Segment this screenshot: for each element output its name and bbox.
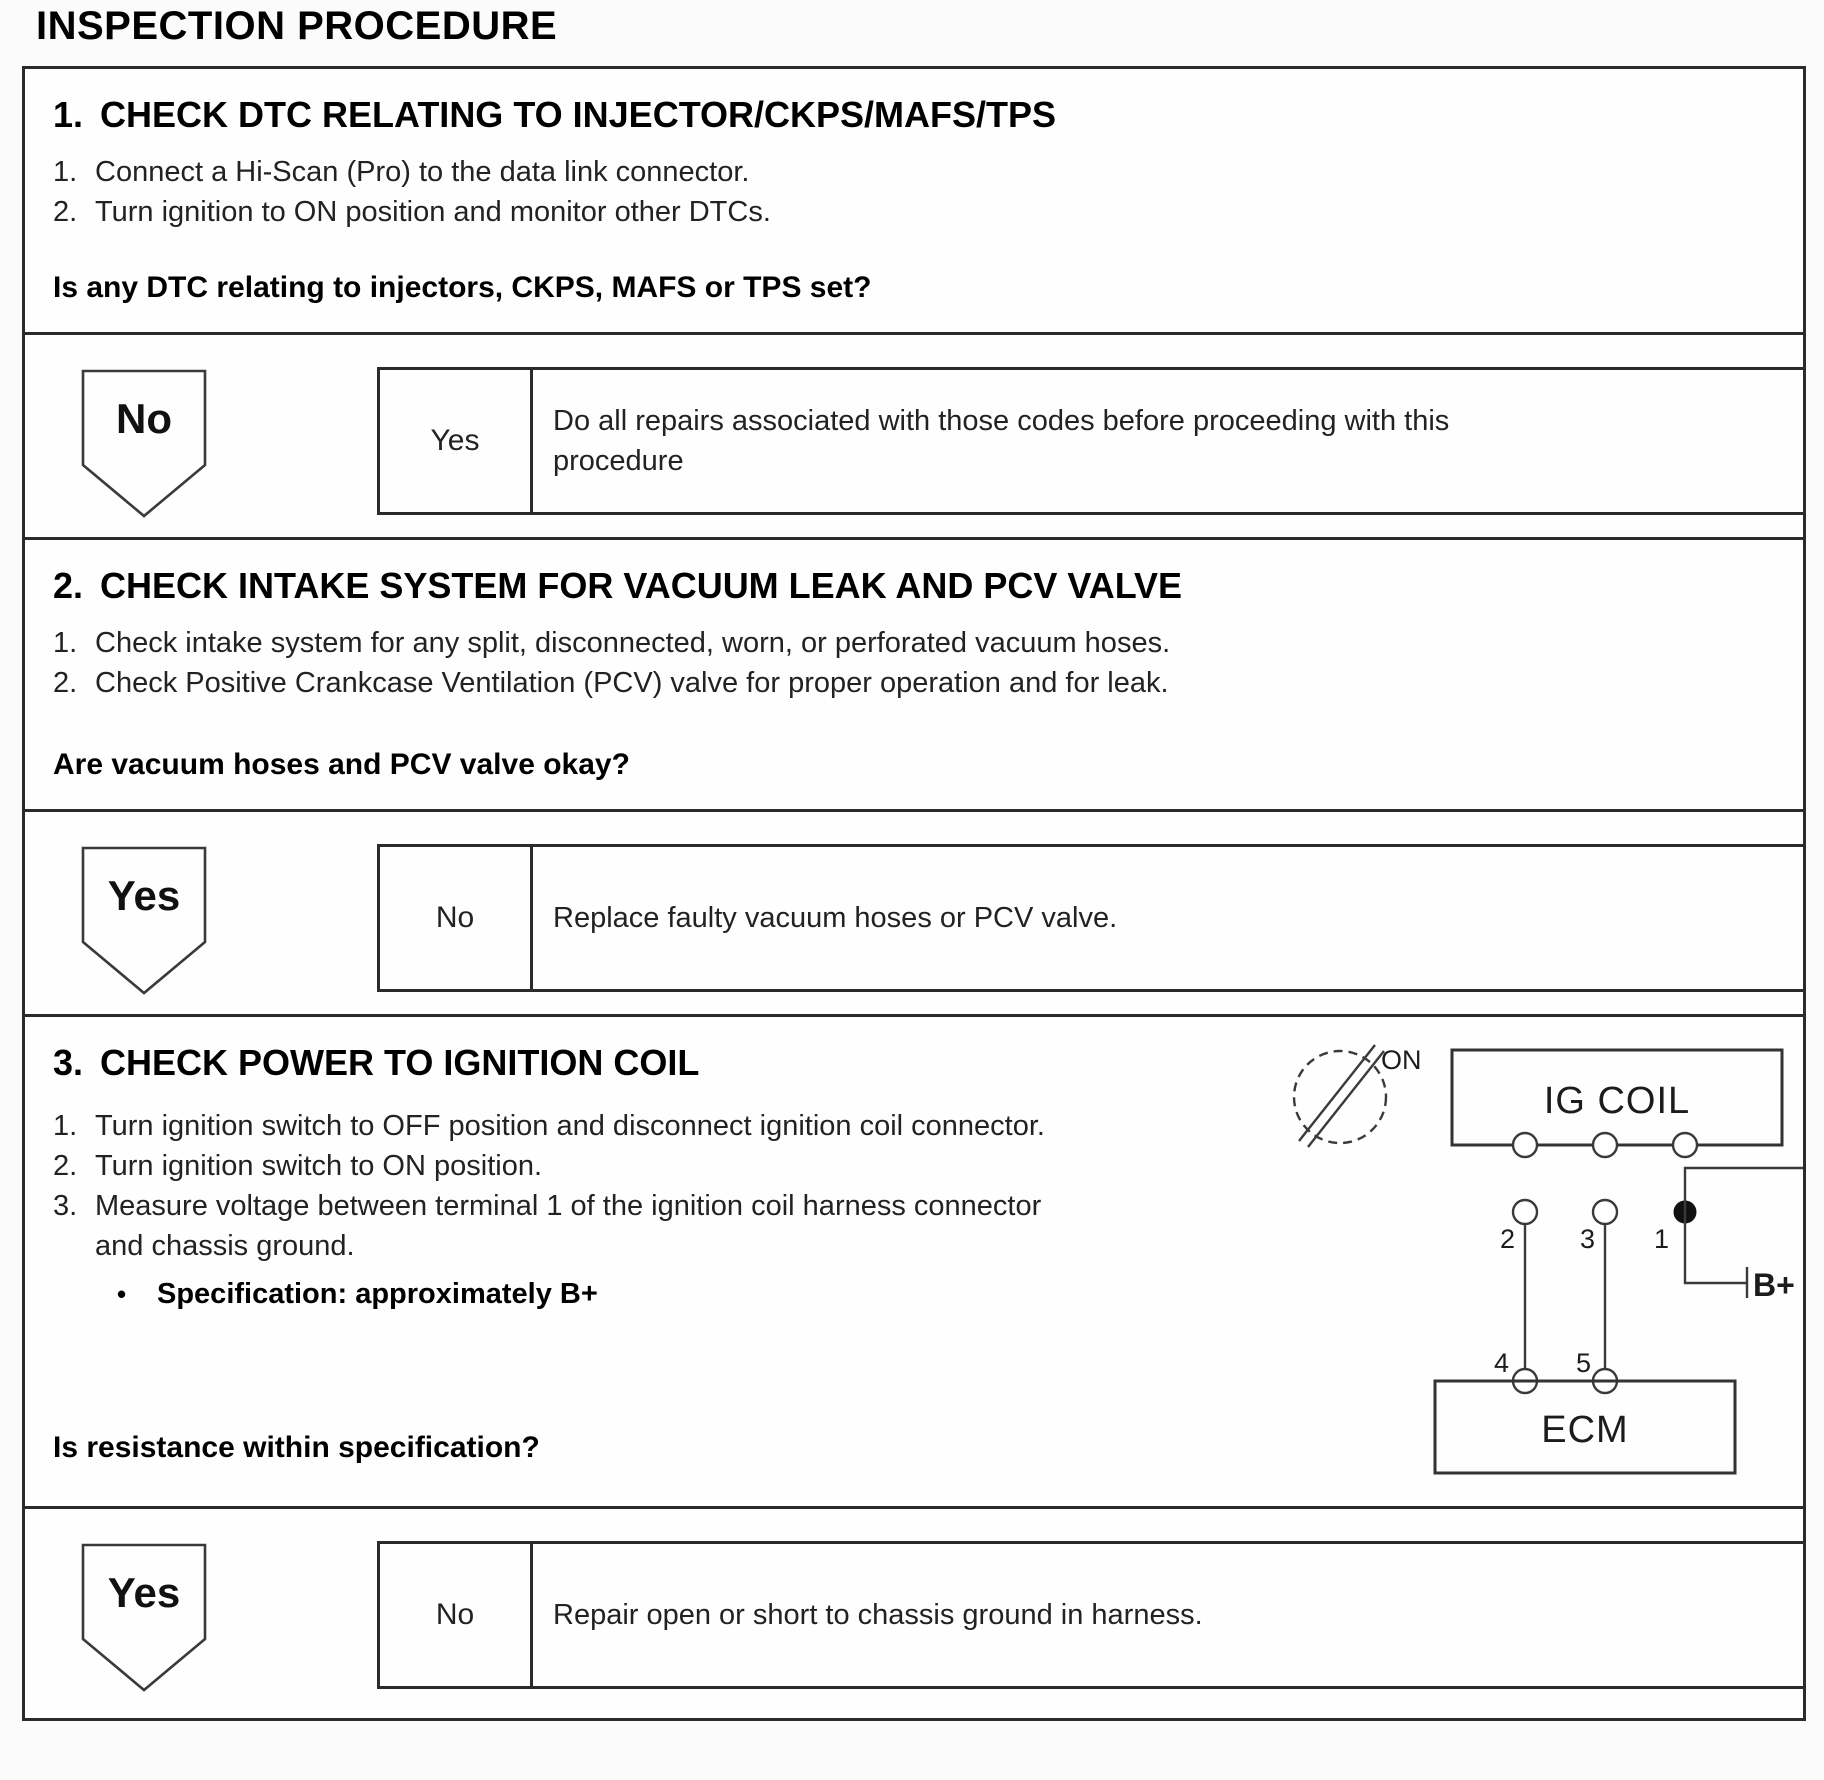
ig-coil-label: IG COIL bbox=[1544, 1080, 1690, 1122]
step1-question: Is any DTC relating to injectors, CKPS, … bbox=[53, 271, 872, 304]
substep-text: Turn ignition switch to ON position. bbox=[95, 1150, 543, 1183]
list-item: 1. Connect a Hi-Scan (Pro) to the data l… bbox=[53, 152, 1775, 192]
ecm-label: ECM bbox=[1541, 1409, 1628, 1451]
substep-number: 1. bbox=[53, 627, 78, 660]
substep-text: Turn ignition switch to OFF position and… bbox=[95, 1110, 1045, 1143]
branch-label: No bbox=[380, 1544, 533, 1686]
branch-action-text: Do all repairs associated with those cod… bbox=[553, 405, 1450, 477]
flow-arrow-label: No bbox=[116, 395, 172, 442]
flow-arrow-down-yes: Yes bbox=[81, 1543, 207, 1692]
terminal-number: 5 bbox=[1576, 1348, 1591, 1378]
substep-text: Turn ignition to ON position and monitor… bbox=[95, 196, 771, 229]
coil-pin bbox=[1591, 1131, 1619, 1159]
step3-substeps: 1. Turn ignition switch to OFF position … bbox=[53, 1106, 1775, 1266]
step2-heading: 2. CHECK INTAKE SYSTEM FOR VACUUM LEAK A… bbox=[53, 564, 1775, 607]
list-item: 3. Measure voltage between terminal 1 of… bbox=[53, 1186, 1775, 1266]
step1-substeps: 1. Connect a Hi-Scan (Pro) to the data l… bbox=[53, 152, 1775, 232]
flow-arrow-shape bbox=[81, 846, 207, 995]
branch-action-text: Repair open or short to chassis ground i… bbox=[553, 1599, 1203, 1631]
step2-question: Are vacuum hoses and PCV valve okay? bbox=[53, 748, 630, 781]
substep-text: Check intake system for any split, disco… bbox=[95, 627, 1171, 660]
branch-table: No Repair open or short to chassis groun… bbox=[377, 1541, 1803, 1689]
flow-arrow-down-no: No bbox=[81, 369, 207, 518]
terminal-number: 3 bbox=[1580, 1224, 1595, 1254]
branch-action: Do all repairs associated with those cod… bbox=[533, 370, 1803, 512]
power-wire bbox=[1683, 1166, 1803, 1285]
substep-text: Connect a Hi-Scan (Pro) to the data link… bbox=[95, 156, 750, 189]
substep-text: Check Positive Crankcase Ventilation (PC… bbox=[95, 667, 1169, 700]
terminal-number: 4 bbox=[1494, 1348, 1509, 1378]
step1-box: 1. CHECK DTC RELATING TO INJECTOR/CKPS/M… bbox=[22, 66, 1806, 335]
branch-label: No bbox=[380, 847, 533, 989]
step3-heading: 3. CHECK POWER TO IGNITION COIL bbox=[53, 1041, 1775, 1084]
switch-position-label: ON bbox=[1381, 1045, 1422, 1075]
terminal-number: 1 bbox=[1654, 1224, 1669, 1254]
bullet-icon: • bbox=[117, 1279, 127, 1310]
battery-plus-label: B+ bbox=[1753, 1267, 1795, 1303]
step1-heading-text: CHECK DTC RELATING TO INJECTOR/CKPS/MAFS… bbox=[100, 94, 1057, 135]
substep-number: 2. bbox=[53, 1150, 78, 1183]
flow-arrow-shape bbox=[81, 1543, 207, 1692]
step1-heading-number: 1. bbox=[53, 94, 84, 135]
branch-table: No Replace faulty vacuum hoses or PCV va… bbox=[377, 844, 1803, 992]
branch-label: Yes bbox=[380, 370, 533, 512]
substep-number: 2. bbox=[53, 196, 78, 229]
branch-action-text: Replace faulty vacuum hoses or PCV valve… bbox=[553, 902, 1118, 934]
step3-box: 3. CHECK POWER TO IGNITION COIL 1. Turn … bbox=[22, 1014, 1806, 1509]
step2-substeps: 1. Check intake system for any split, di… bbox=[53, 623, 1775, 703]
substep-text: Measure voltage between terminal 1 of th… bbox=[95, 1190, 1042, 1263]
coil-pin bbox=[1671, 1131, 1699, 1159]
specification-note: • Specification: approximately B+ bbox=[53, 1274, 1775, 1314]
list-item: 2. Check Positive Crankcase Ventilation … bbox=[53, 663, 1775, 703]
branch-action: Replace faulty vacuum hoses or PCV valve… bbox=[533, 847, 1803, 989]
harness-terminal-3 bbox=[1591, 1198, 1619, 1226]
step2-heading-number: 2. bbox=[53, 565, 84, 606]
step3-heading-number: 3. bbox=[53, 1042, 84, 1083]
decision-row-2: Yes No Replace faulty vacuum hoses or PC… bbox=[22, 809, 1806, 1017]
flow-arrow-down-yes: Yes bbox=[81, 846, 207, 995]
substep-number: 2. bbox=[53, 667, 78, 700]
decision-row-1: No Yes Do all repairs associated with th… bbox=[22, 332, 1806, 540]
harness-terminal-2 bbox=[1511, 1198, 1539, 1226]
ignition-switch-icon bbox=[1292, 1044, 1388, 1148]
list-item: 2. Turn ignition to ON position and moni… bbox=[53, 192, 1775, 232]
decision-row-3: Yes No Repair open or short to chassis g… bbox=[22, 1506, 1806, 1721]
substep-number: 3. bbox=[53, 1190, 78, 1223]
specification-text: Specification: approximately B+ bbox=[157, 1278, 598, 1311]
list-item: 2. Turn ignition switch to ON position. bbox=[53, 1146, 1775, 1186]
flow-arrow-label: Yes bbox=[108, 1569, 180, 1616]
list-item: 1. Check intake system for any split, di… bbox=[53, 623, 1775, 663]
step2-heading-text: CHECK INTAKE SYSTEM FOR VACUUM LEAK AND … bbox=[100, 565, 1183, 606]
step3-heading-text: CHECK POWER TO IGNITION COIL bbox=[100, 1042, 700, 1083]
branch-table: Yes Do all repairs associated with those… bbox=[377, 367, 1803, 515]
step2-box: 2. CHECK INTAKE SYSTEM FOR VACUUM LEAK A… bbox=[22, 537, 1806, 812]
substep-number: 1. bbox=[53, 156, 78, 189]
ecm-block bbox=[1433, 1379, 1737, 1475]
step3-question: Is resistance within specification? bbox=[53, 1431, 540, 1464]
page-title: INSPECTION PROCEDURE bbox=[36, 4, 558, 48]
step1-heading: 1. CHECK DTC RELATING TO INJECTOR/CKPS/M… bbox=[53, 93, 1775, 136]
flow-arrow-label: Yes bbox=[108, 872, 180, 919]
coil-pin bbox=[1511, 1131, 1539, 1159]
list-item: 1. Turn ignition switch to OFF position … bbox=[53, 1106, 1775, 1146]
procedure-flowchart: 1. CHECK DTC RELATING TO INJECTOR/CKPS/M… bbox=[22, 66, 1806, 1721]
ignition-coil-circuit-diagram: ON IG COIL 2 3 1 B+ 4 5 bbox=[1292, 1044, 1803, 1475]
branch-action: Repair open or short to chassis ground i… bbox=[533, 1544, 1803, 1686]
substep-number: 1. bbox=[53, 1110, 78, 1143]
flow-arrow-shape bbox=[81, 369, 207, 518]
terminal-number: 2 bbox=[1500, 1224, 1515, 1254]
